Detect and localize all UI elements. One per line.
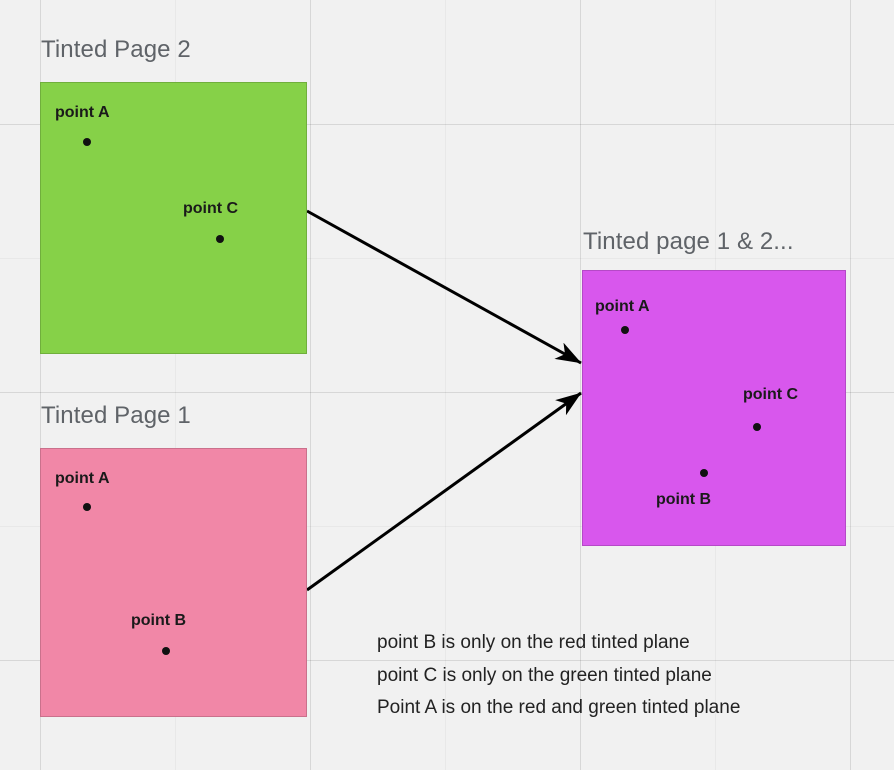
point-dot-a-magenta[interactable] (621, 326, 629, 334)
arrow-pink-to-magenta (306, 391, 582, 592)
plane-rect-tinted-page-1[interactable] (40, 448, 307, 717)
point-dot-b-magenta[interactable] (700, 469, 708, 477)
point-label-c-green: point C (183, 200, 239, 217)
plane-rect-tinted-page-1-and-2[interactable] (582, 270, 846, 546)
point-label-b-magenta: point B (656, 491, 712, 508)
plane-rect-tinted-page-2[interactable] (40, 82, 307, 354)
point-dot-b-pink[interactable] (162, 647, 170, 655)
point-label-c-magenta: point C (743, 386, 799, 403)
note-line-point-a: Point A is on the red and green tinted p… (377, 697, 741, 718)
point-dot-a-green[interactable] (83, 138, 91, 146)
point-dot-c-green[interactable] (216, 235, 224, 243)
arrow-green-to-magenta (306, 209, 582, 365)
note-line-point-b: point B is only on the red tinted plane (377, 632, 690, 653)
plane-title-tinted-page-1-and-2: Tinted page 1 & 2... (583, 228, 794, 255)
point-label-a-pink: point A (55, 470, 110, 487)
point-dot-a-pink[interactable] (83, 503, 91, 511)
point-label-b-pink: point B (131, 612, 187, 629)
plane-title-tinted-page-2: Tinted Page 2 (41, 36, 191, 63)
point-dot-c-magenta[interactable] (753, 423, 761, 431)
note-line-point-c: point C is only on the green tinted plan… (377, 664, 712, 686)
plane-title-tinted-page-1: Tinted Page 1 (41, 402, 191, 429)
point-label-a-magenta: point A (595, 298, 650, 315)
notes-block: point B is only on the red tinted plane … (377, 627, 740, 725)
point-label-a-green: point A (55, 104, 110, 121)
